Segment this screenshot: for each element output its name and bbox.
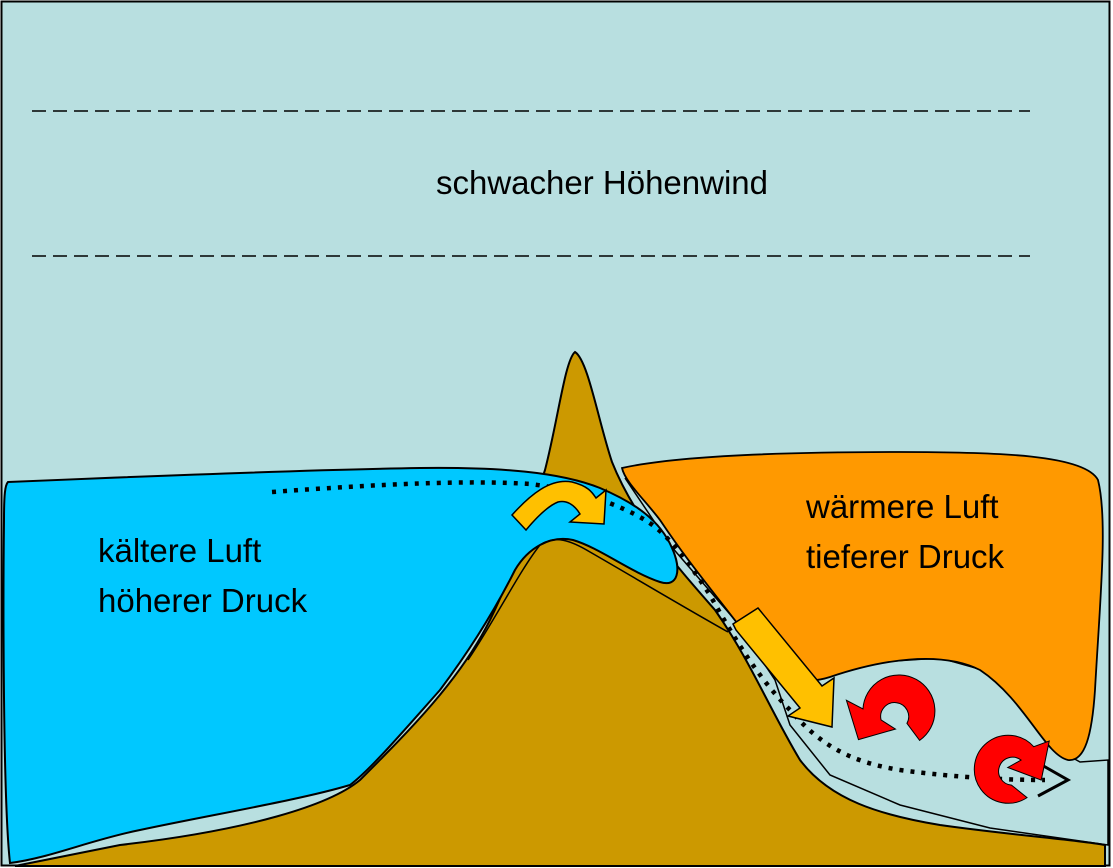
cold-air-label-line2: höherer Druck (98, 582, 308, 619)
airflow-arrowhead (1037, 762, 1072, 798)
rotor-eddy-upper (845, 674, 936, 742)
crest-flow-arrow (510, 480, 607, 532)
airflow-path (271, 480, 1046, 783)
cold-air-label-line1: kältere Luft (98, 532, 261, 569)
warm-air-label-line2: tieferer Druck (806, 538, 1005, 575)
downslope-flow-arrow (732, 607, 835, 728)
warm-air-label-line1: wärmere Luft (805, 488, 999, 525)
cold-air-mass (2, 466, 679, 865)
rotor-eddy-lower (973, 734, 1050, 804)
warm-air-label: wärmere Luft tieferer Druck (805, 488, 1008, 575)
cold-air-label: kältere Luft höherer Druck (98, 532, 308, 619)
warm-air-mass (620, 451, 1104, 761)
mountain (14, 350, 1106, 867)
ridge-line (467, 538, 729, 661)
upper-wind-label: schwacher Höhenwind (436, 164, 768, 201)
